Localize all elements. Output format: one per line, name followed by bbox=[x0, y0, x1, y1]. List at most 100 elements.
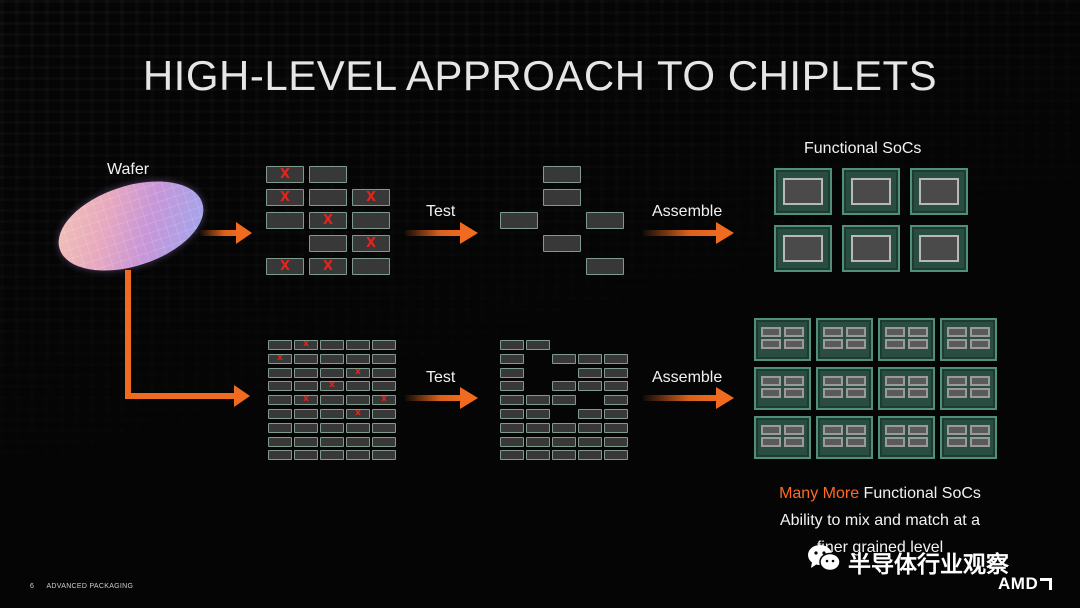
watermark-text: 半导体行业观察 bbox=[848, 552, 1009, 578]
tested-die-small bbox=[294, 409, 318, 419]
tested-die-small bbox=[372, 409, 396, 419]
soc-chiplet bbox=[846, 437, 866, 447]
amd-logo: AMD bbox=[998, 574, 1053, 594]
soc-chiplet bbox=[947, 437, 967, 447]
tested-die-small bbox=[320, 395, 344, 406]
good-die-small bbox=[500, 353, 524, 364]
tested-die-small bbox=[372, 340, 396, 350]
good-die bbox=[543, 235, 581, 252]
functional-soc bbox=[940, 318, 997, 361]
soc-chiplet bbox=[823, 437, 843, 447]
functional-soc bbox=[910, 225, 968, 272]
soc-chiplet bbox=[970, 339, 990, 349]
tested-die-small bbox=[320, 340, 344, 350]
soc-chiplet bbox=[761, 425, 781, 435]
functional-soc bbox=[940, 416, 997, 459]
assemble-label-bottom: Assemble bbox=[652, 369, 723, 386]
tested-die bbox=[309, 189, 347, 206]
soc-core-chiplet bbox=[851, 178, 891, 205]
good-die-small bbox=[500, 436, 524, 447]
good-die-small bbox=[552, 395, 576, 406]
soc-chiplet bbox=[761, 339, 781, 349]
soc-chiplet bbox=[908, 339, 928, 349]
tested-die-small bbox=[294, 422, 318, 433]
good-die-small bbox=[526, 450, 550, 461]
tested-die-small bbox=[268, 436, 292, 447]
tested-die-small bbox=[372, 353, 396, 364]
tested-die: X bbox=[266, 166, 304, 183]
defect-mark: x bbox=[355, 366, 361, 377]
good-die-small bbox=[578, 367, 602, 378]
tested-die-small: x bbox=[372, 394, 396, 406]
good-die-small bbox=[578, 422, 602, 433]
functional-soc bbox=[754, 318, 811, 361]
good-die-small bbox=[578, 409, 602, 419]
tested-die-small bbox=[268, 340, 292, 350]
wechat-watermark: 半导体行业观察 bbox=[806, 539, 1056, 583]
soc-chiplet bbox=[970, 425, 990, 435]
soc-chiplet bbox=[947, 339, 967, 349]
soc-chiplet bbox=[846, 425, 866, 435]
bottom-functional-socs bbox=[754, 318, 998, 460]
good-die-small bbox=[552, 422, 576, 433]
tested-die-small bbox=[268, 395, 292, 406]
tested-die-small: x bbox=[346, 408, 370, 419]
good-die-small bbox=[500, 409, 524, 419]
soc-chiplet bbox=[846, 388, 866, 398]
soc-chiplet bbox=[908, 327, 928, 337]
good-die-small bbox=[578, 381, 602, 392]
good-die-small bbox=[500, 395, 524, 406]
functional-soc bbox=[774, 168, 832, 215]
soc-chiplet bbox=[947, 388, 967, 398]
tested-die bbox=[352, 212, 390, 229]
tested-die-small bbox=[346, 422, 370, 433]
soc-chiplet bbox=[908, 388, 928, 398]
tested-die-small bbox=[346, 436, 370, 447]
good-die-small bbox=[604, 353, 628, 364]
arrow-test-bottom bbox=[405, 387, 478, 409]
footer-section: ADVANCED PACKAGING bbox=[46, 583, 134, 590]
soc-chiplet bbox=[885, 437, 905, 447]
good-die-small bbox=[578, 436, 602, 447]
good-die-small bbox=[604, 367, 628, 378]
many-more-line: Many More Functional SoCs bbox=[740, 480, 1020, 507]
tested-die-small bbox=[372, 422, 396, 433]
soc-chiplet bbox=[970, 376, 990, 386]
good-die-small bbox=[552, 353, 576, 364]
soc-chiplet bbox=[970, 437, 990, 447]
slide-footer: 6 ADVANCED PACKAGING bbox=[30, 583, 133, 590]
tested-die-small bbox=[346, 353, 370, 364]
test-label-top: Test bbox=[426, 203, 456, 220]
amd-logo-text: AMD bbox=[998, 574, 1039, 593]
bottom-good-dies bbox=[500, 340, 628, 462]
test-label-bottom: Test bbox=[426, 369, 456, 386]
soc-chiplet bbox=[784, 327, 804, 337]
tested-die bbox=[309, 235, 347, 252]
defect-mark: X bbox=[365, 190, 377, 205]
soc-core-chiplet bbox=[783, 235, 823, 262]
good-die-small bbox=[526, 409, 550, 419]
defect-mark: X bbox=[279, 190, 291, 205]
soc-chiplet bbox=[885, 388, 905, 398]
functional-soc bbox=[774, 225, 832, 272]
good-die-small bbox=[500, 422, 524, 433]
arrow-assemble-bottom bbox=[643, 387, 734, 409]
functional-socs-label: Functional SoCs bbox=[804, 140, 922, 157]
arrow-wafer-to-bottom-dies bbox=[125, 270, 250, 407]
tested-die-small: x bbox=[346, 366, 370, 378]
tested-die-small bbox=[294, 436, 318, 447]
good-die-small bbox=[604, 409, 628, 419]
tested-die-small bbox=[346, 381, 370, 392]
soc-chiplet bbox=[761, 327, 781, 337]
defect-mark: X bbox=[365, 236, 377, 251]
soc-chiplet bbox=[885, 376, 905, 386]
tested-die-small bbox=[268, 409, 292, 419]
good-die-small bbox=[526, 395, 550, 406]
tested-die-small bbox=[372, 436, 396, 447]
wafer-label: Wafer bbox=[107, 161, 150, 178]
good-die-small bbox=[604, 436, 628, 447]
soc-chiplet bbox=[784, 425, 804, 435]
good-die-small bbox=[578, 450, 602, 461]
mix-match-line1: Ability to mix and match at a bbox=[779, 512, 981, 529]
